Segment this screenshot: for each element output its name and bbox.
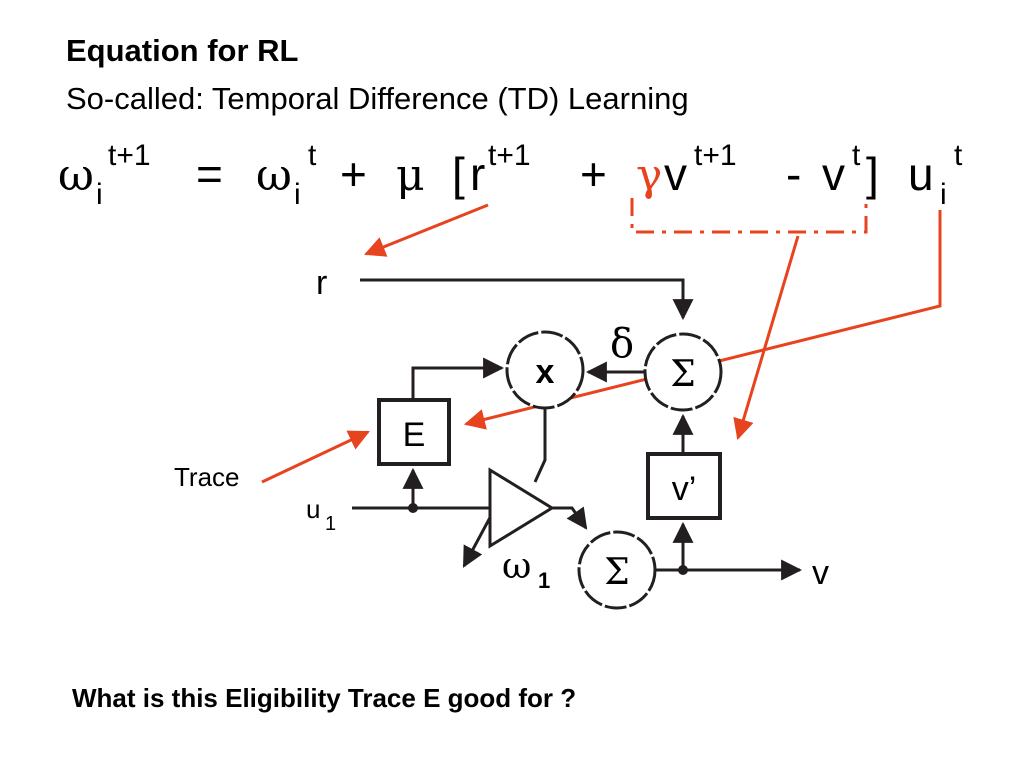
eq-sup-r: t+1 <box>488 139 531 172</box>
arrow-trace-label-to-box <box>261 430 370 484</box>
eq-omega-right: ω <box>256 150 292 201</box>
eq-u: u <box>908 148 934 200</box>
u1-label: u <box>306 494 320 524</box>
eq-mu: μ <box>396 150 425 201</box>
eq-r: r <box>470 148 485 200</box>
vprime-box-label: v’ <box>672 470 697 508</box>
trace-box <box>377 398 451 466</box>
eq-sub-i-left: i <box>96 178 103 211</box>
slide-subtitle: So-called: Temporal Difference (TD) Lear… <box>66 81 689 116</box>
eq-sup-v-next: t+1 <box>694 139 737 172</box>
trace-box-label: E <box>403 416 426 454</box>
omega1-label: ω <box>502 546 531 587</box>
output-label: v <box>812 554 829 592</box>
eq-minus: - <box>786 148 801 200</box>
arrow-u-to-trace-box <box>463 210 942 430</box>
delta-sum-label: Σ <box>670 354 695 395</box>
eq-sub-i-u: i <box>940 178 947 211</box>
arrow-bracket-to-vprime <box>733 235 800 441</box>
annotation-arrows <box>261 203 942 484</box>
discounted-difference-bracket <box>630 198 868 234</box>
u1-junction-dot <box>408 503 418 513</box>
eq-sup-t-right: t <box>308 139 317 172</box>
eq-omega-left: ω <box>58 150 94 201</box>
multiply-to-weight-line <box>533 408 547 483</box>
output-junction-dot <box>678 565 688 575</box>
eq-sup-t1-left: t+1 <box>108 139 151 172</box>
eq-sup-v-current: t <box>852 139 861 172</box>
td-update-equation: ω i t+1 = ω i t + μ [ r t+1 + γ v t+1 - … <box>58 139 963 211</box>
eq-equals: = <box>196 148 223 200</box>
slide-title: Equation for RL <box>66 33 299 68</box>
arrow-r-to-input <box>364 203 489 257</box>
vprime-box <box>646 452 722 520</box>
eq-sup-u: t <box>954 139 963 172</box>
eq-gamma: γ <box>636 150 662 201</box>
eq-v-next: v <box>664 148 687 200</box>
trace-label: Trace <box>174 462 240 492</box>
eq-sub-i-right: i <box>294 178 301 211</box>
omega1-subscript: 1 <box>538 568 550 593</box>
delta-sum-node <box>643 332 723 412</box>
eq-v-current: v <box>822 148 845 200</box>
circuit <box>352 278 803 581</box>
reward-input-line <box>360 278 694 321</box>
multiply-label: x <box>536 353 555 391</box>
eq-open-bracket: [ <box>452 148 465 200</box>
output-sum-label: Σ <box>604 552 629 593</box>
eq-plus-2: + <box>580 148 607 200</box>
u1-subscript: 1 <box>325 513 336 535</box>
weight-to-sum-line <box>550 506 588 530</box>
eq-close-bracket: ] <box>866 148 879 200</box>
dashed-bracket <box>630 198 868 234</box>
eq-plus-1: + <box>340 148 367 200</box>
trace-to-multiply-line <box>411 357 505 400</box>
reward-label: r <box>316 264 327 302</box>
weight-amplifier <box>488 467 555 549</box>
multiply-node <box>505 330 585 410</box>
delta-label: δ <box>610 321 634 367</box>
output-sum-node <box>577 530 657 610</box>
slide-question: What is this Eligibility Trace E good fo… <box>72 683 577 713</box>
